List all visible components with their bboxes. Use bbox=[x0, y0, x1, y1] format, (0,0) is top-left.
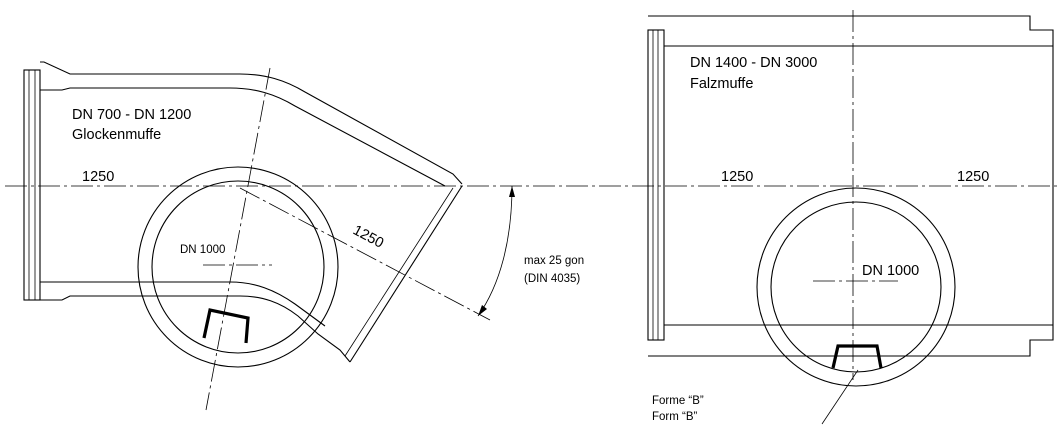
right-dim-right: 1250 bbox=[957, 169, 989, 185]
right-dim-left: 1250 bbox=[721, 169, 753, 185]
left-dim-main: 1250 bbox=[82, 169, 114, 185]
right-manhole-ring-inner bbox=[770, 201, 942, 373]
form-label-fr: Forme “B” bbox=[652, 395, 704, 407]
right-form-b bbox=[831, 344, 883, 369]
right-joint-label: Falzmuffe bbox=[690, 76, 753, 92]
right-fitting bbox=[647, 10, 1054, 425]
angle-arc bbox=[477, 185, 513, 317]
angle-label-line1: max 25 gon bbox=[524, 255, 584, 267]
left-dim-branch: 1250 bbox=[350, 222, 386, 251]
left-joint-label: Glockenmuffe bbox=[72, 127, 161, 143]
left-range-label: DN 700 - DN 1200 bbox=[72, 107, 191, 123]
left-upper-wall bbox=[40, 61, 463, 185]
angle-label-line2: (DIN 4035) bbox=[524, 273, 580, 285]
left-lower-wall bbox=[40, 281, 326, 327]
manhole-ring-outer bbox=[137, 166, 339, 368]
form-leader-line bbox=[821, 369, 859, 425]
right-manhole-label: DN 1000 bbox=[862, 263, 919, 279]
left-fitting bbox=[23, 61, 515, 411]
left-form-b bbox=[202, 308, 250, 344]
left-manhole-label: DN 1000 bbox=[180, 244, 225, 256]
right-range-label: DN 1400 - DN 3000 bbox=[690, 55, 817, 71]
manhole-ring-inner bbox=[151, 180, 325, 354]
manhole-axis-left bbox=[205, 67, 271, 411]
branch-centerline bbox=[239, 187, 491, 321]
right-flange bbox=[647, 29, 665, 341]
form-label-de: Form “B” bbox=[652, 411, 698, 423]
right-manhole-ring-outer bbox=[756, 187, 956, 387]
right-outer-wall bbox=[648, 15, 1054, 357]
left-flange bbox=[23, 69, 41, 301]
